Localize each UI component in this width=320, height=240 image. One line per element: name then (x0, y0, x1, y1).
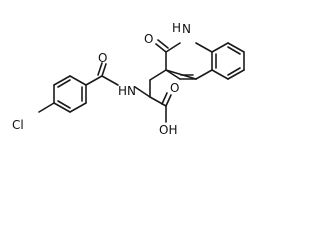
aryl-carbonyl-bond (85, 75, 103, 86)
amide-carbonyl (97, 62, 107, 77)
acid-hydroxyl-label: OH (159, 123, 177, 137)
ring-n-label: N (182, 22, 191, 36)
amide-cn-bond (101, 75, 119, 86)
benzo-ring (211, 42, 245, 80)
amide-oxygen-label: O (98, 51, 107, 65)
chlorine-label: Cl (12, 118, 24, 132)
molecule-structure: Cl HN O H N O O OH (12, 21, 245, 137)
amide-nh-label: HN (118, 84, 136, 98)
lactam-oxygen-label: O (144, 32, 153, 46)
acid-oxygen-label: O (170, 81, 179, 95)
pyridone-ring (165, 42, 213, 80)
n-alpha-bond (134, 86, 151, 98)
alpha-carboxyl-bond (149, 96, 167, 107)
carboxyl-carbonyl (161, 92, 172, 107)
ch2-ring-bond (149, 69, 167, 81)
ring-h-label: H (172, 21, 181, 35)
lactam-carbonyl (155, 39, 169, 53)
chlorophenyl-ring (38, 75, 87, 113)
